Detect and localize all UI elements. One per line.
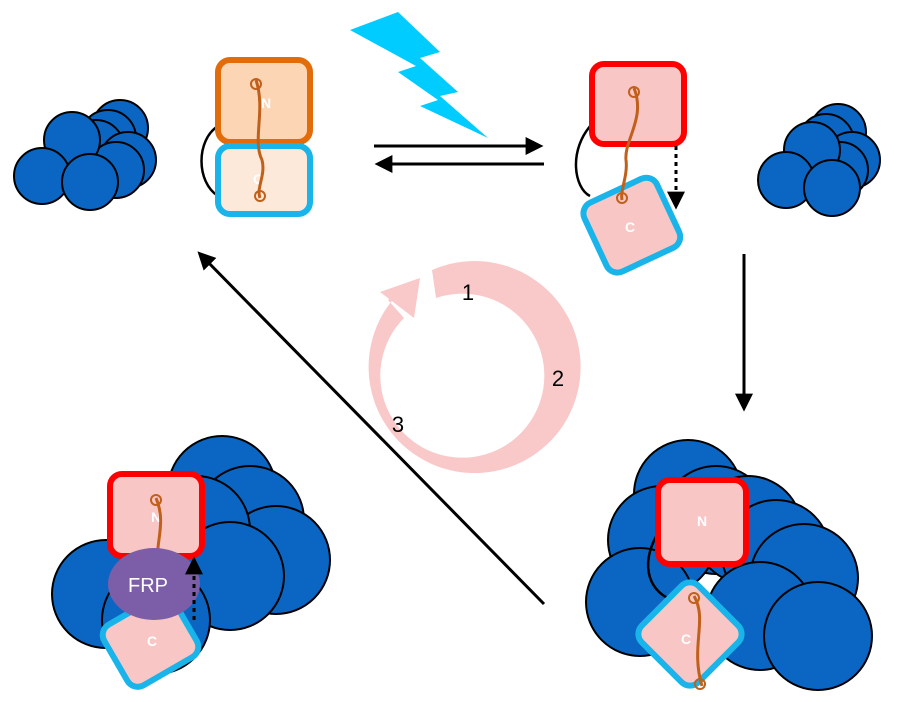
phycobilisome-top-left	[13, 99, 157, 211]
ocp-orange-form: N C	[200, 57, 313, 217]
carotenoid-ring-icon	[616, 192, 628, 204]
carotenoid-chain	[692, 595, 704, 687]
phycobilisome-top-right	[757, 103, 881, 217]
c-domain-label: C	[253, 171, 263, 187]
c-domain-label: C	[147, 633, 157, 649]
c-domain-label: C	[681, 631, 691, 647]
ocp-bound-form: N C	[635, 477, 749, 690]
n-domain-orange	[215, 57, 313, 145]
carotenoid-ring-icon	[150, 494, 162, 506]
n-domain-label: N	[151, 509, 161, 525]
linker-loop	[646, 529, 673, 602]
linker-loop	[200, 124, 219, 198]
c-domain-orange	[215, 143, 313, 217]
equilibrium-arrows	[374, 137, 544, 173]
step-1: 1	[462, 280, 474, 305]
ocp-frp-complex: N C FRP	[99, 471, 205, 690]
ocp-red-form: C	[574, 61, 687, 276]
n-domain-red	[655, 477, 749, 567]
n-domain-label: N	[697, 513, 707, 529]
carotenoid-chain	[254, 79, 265, 199]
photocycle-arrow: 1 2 3	[368, 261, 581, 474]
carotenoid-ring-icon	[628, 86, 640, 98]
n-domain-label: N	[261, 95, 271, 111]
light-bolt-icon	[350, 12, 488, 138]
recovery-arrow	[197, 251, 546, 606]
step-2: 2	[552, 366, 564, 391]
carotenoid-ring-icon	[250, 78, 262, 90]
frp-protein	[108, 548, 200, 620]
c-domain-label: C	[625, 219, 635, 235]
carotenoid-chain	[620, 87, 640, 201]
frp-label: FRP	[128, 575, 168, 597]
linker-loop	[574, 123, 593, 198]
c-domain-red	[635, 579, 745, 689]
step-3: 3	[392, 412, 404, 437]
carotenoid-ring-icon	[688, 592, 700, 604]
carotenoid-ring-icon	[694, 678, 706, 690]
carotenoid-ring-icon	[254, 190, 266, 202]
